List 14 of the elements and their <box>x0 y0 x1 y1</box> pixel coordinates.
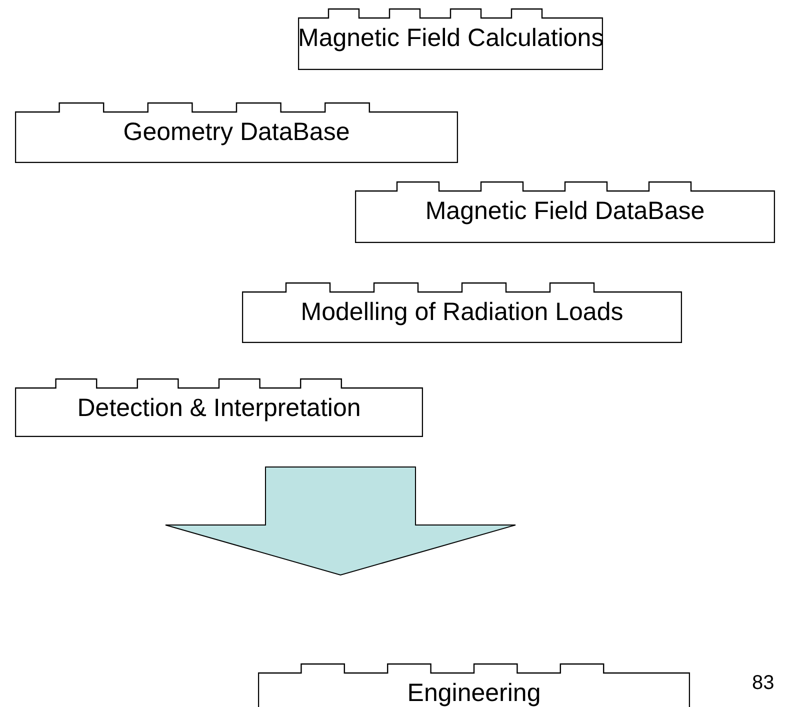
process-box <box>15 378 423 437</box>
box-label: Modelling of Radiation Loads <box>300 298 624 327</box>
page-number: 83 <box>752 672 774 695</box>
process-box <box>15 102 458 163</box>
process-box <box>242 282 682 343</box>
block-arrow <box>165 466 516 576</box>
box-label: Detection & Interpretation <box>76 394 362 423</box>
box-label: Engineering <box>406 679 542 707</box>
process-box <box>258 663 690 707</box>
process-box <box>298 8 603 70</box>
process-box <box>355 181 775 243</box>
box-label: Geometry DataBase <box>122 118 351 147</box>
box-label: Magnetic Field Calculations <box>298 24 603 53</box>
box-label: Magnetic Field DataBase <box>424 197 706 226</box>
